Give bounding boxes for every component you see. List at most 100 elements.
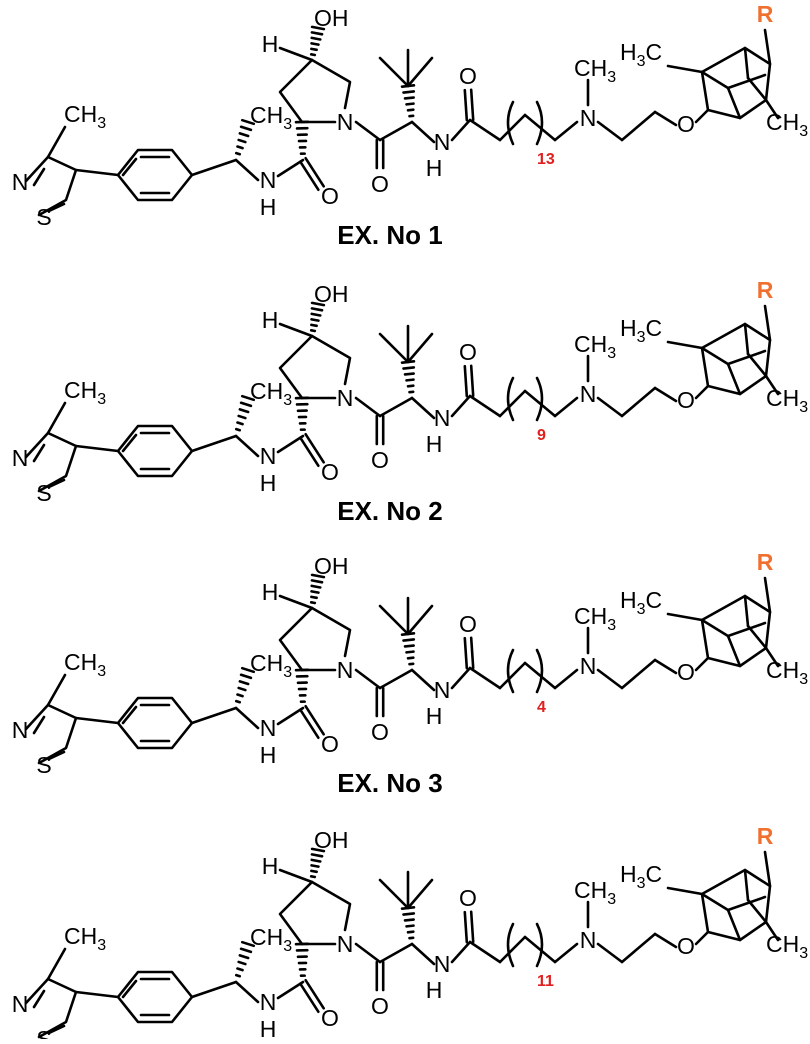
r-group-bond — [765, 30, 770, 64]
alkyl-bond — [500, 115, 525, 140]
adamantane-methyl-subscript: 3 — [637, 329, 646, 346]
ether-oxygen: O — [677, 933, 695, 959]
stereo-hash-bond — [237, 423, 242, 425]
n-methyl-label: CH — [574, 55, 607, 81]
adamantane-methyl-c: C — [646, 861, 663, 887]
amide-bond — [356, 398, 380, 416]
n-methyl-label: CH — [574, 877, 607, 903]
stereo-hash-bond — [312, 860, 321, 862]
adamantane-cage — [748, 900, 766, 922]
carbonyl-double-bond — [465, 366, 467, 396]
stereo-hash-bond — [312, 854, 322, 856]
carbonyl-oxygen: O — [321, 1005, 339, 1031]
n-methyl: CH3 — [574, 331, 616, 362]
stereo-hash-bond — [407, 380, 414, 381]
adamantane-methyl-subscript: 3 — [799, 123, 808, 140]
benzylic-methyl-subscript: 3 — [283, 664, 292, 681]
benzylic-methyl-subscript: 3 — [283, 116, 292, 133]
n-methyl-subscript: 3 — [607, 69, 616, 86]
repeat-count: 11 — [537, 973, 554, 990]
benzylic-methyl: CH3 — [250, 650, 292, 681]
benzylic-nh-bond — [236, 708, 258, 728]
repeat-count: 9 — [537, 427, 546, 444]
thiazole-methyl: CH3 — [64, 377, 106, 408]
thiazole-sulfur: S — [36, 752, 51, 778]
alkyl-bond — [655, 388, 676, 401]
adamantane-methyl: CH3 — [766, 931, 808, 962]
alkyl-bond — [598, 944, 622, 962]
carbonyl-oxygen: O — [459, 885, 477, 911]
amide-bond — [356, 122, 380, 140]
backbone-bond — [412, 398, 434, 418]
benzylic-methyl-label: CH — [250, 378, 283, 404]
alkyl-bond — [500, 663, 525, 688]
stereo-hash-bond — [311, 49, 316, 50]
amine-nitrogen: N — [580, 105, 597, 131]
aryl-ethyl-bond — [192, 436, 236, 451]
hydroxyl-group: OH — [314, 827, 349, 853]
amine-nitrogen: N — [580, 381, 597, 407]
stereo-hydrogen: H — [262, 31, 279, 57]
alkyl-bond — [470, 668, 500, 688]
ch-bond — [280, 596, 312, 608]
adamantane-cage — [728, 351, 765, 364]
adamantane-methyl-h: H — [620, 315, 637, 341]
backbone-bond — [380, 944, 412, 962]
adamantane-methyl-h: H — [620, 861, 637, 887]
stereo-hash-bond — [312, 865, 319, 866]
amide-nitrogen: N — [260, 443, 277, 469]
methyl-bond — [668, 614, 702, 620]
stereo-hash-bond — [239, 688, 246, 690]
carbonyl-oxygen: O — [459, 339, 477, 365]
stereo-hash-bond — [236, 429, 239, 430]
stereo-hash-bond — [408, 110, 413, 111]
alkyl-bond — [622, 388, 655, 416]
stereo-hash-bond — [408, 932, 413, 933]
backbone-bond — [412, 670, 434, 690]
amide-hydrogen: H — [426, 703, 443, 729]
alkyl-bond — [470, 396, 500, 416]
ch-bond — [280, 48, 312, 60]
adamantane-methyl-c: C — [646, 39, 663, 65]
alkyl-bond — [470, 942, 500, 962]
methyl-bond — [668, 66, 702, 72]
compound-caption: EX. No 1 — [337, 220, 442, 250]
stereo-hash-bond — [239, 962, 246, 964]
stereo-hash-bond — [240, 955, 248, 958]
benzylic-nh-bond — [236, 982, 258, 1002]
adamantane-methyl-h: H — [620, 587, 637, 613]
stereo-hydrogen: H — [262, 307, 279, 333]
amine-nitrogen: N — [580, 927, 597, 953]
stereo-hash-bond — [311, 876, 315, 877]
adamantane-cage — [728, 897, 765, 910]
carbonyl-oxygen: O — [371, 447, 389, 473]
stereo-hash-bond — [312, 586, 321, 588]
benzylic-nh-bond — [236, 436, 258, 456]
alkyl-bond — [555, 670, 577, 688]
n-methyl-subscript: 3 — [607, 891, 616, 908]
ether-bond — [696, 110, 708, 122]
adamantane-cage — [728, 910, 740, 940]
alkyl-bond — [622, 660, 655, 688]
adamantane-methyl-label: CH — [766, 109, 799, 135]
stereo-hash-bond — [404, 639, 414, 640]
benzylic-methyl-label: CH — [250, 924, 283, 950]
carbonyl-double-bond — [471, 366, 473, 396]
repeat-bracket-open — [508, 924, 513, 966]
stereo-hash-bond — [239, 140, 246, 142]
amide-bond — [356, 670, 380, 688]
pyrrolidine-nitrogen: N — [337, 931, 354, 957]
amide-nitrogen: N — [260, 989, 277, 1015]
alkyl-bond — [555, 944, 577, 962]
repeat-count: 4 — [537, 699, 546, 716]
alkyl-bond — [655, 112, 676, 125]
r-group-label: R — [757, 277, 774, 303]
amide-nitrogen: N — [434, 951, 451, 977]
aryl-ethyl-bond — [192, 160, 236, 175]
biaryl-bond — [76, 446, 118, 451]
compound-caption: EX. No 3 — [337, 768, 442, 798]
n-methyl: CH3 — [574, 603, 616, 634]
repeat-bracket-close — [537, 650, 542, 692]
